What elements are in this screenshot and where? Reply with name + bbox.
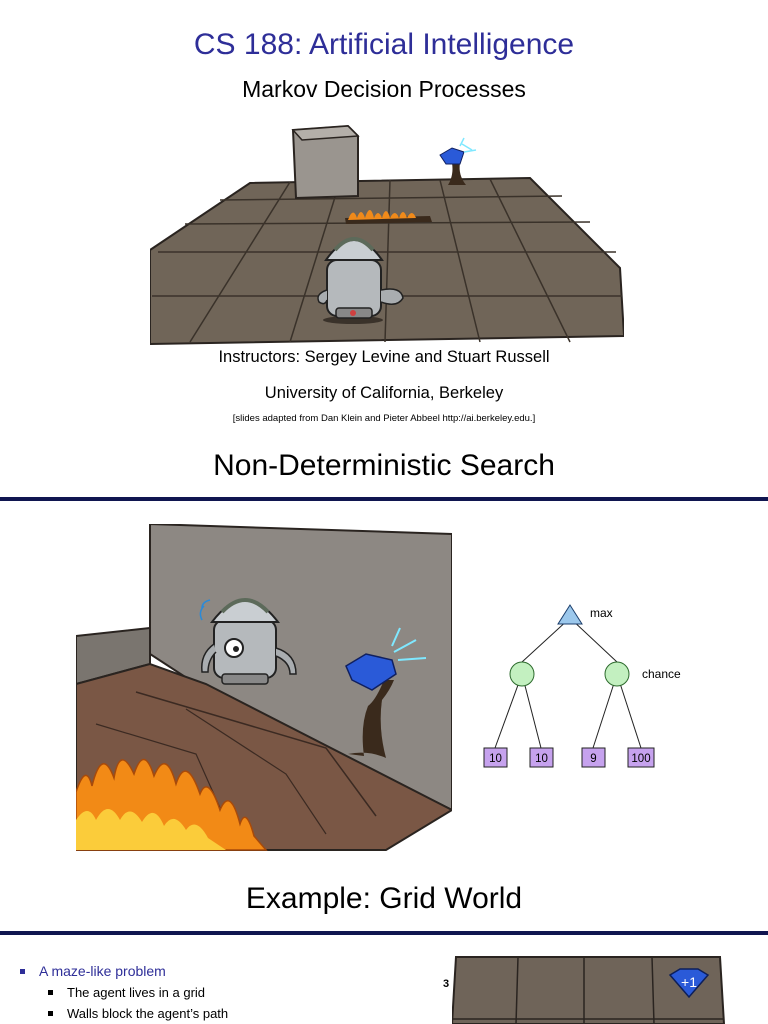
chance-label: chance <box>642 667 681 681</box>
leaf-value: 100 <box>631 753 650 765</box>
slide1-title: CS 188: Artificial Intelligence <box>193 28 575 61</box>
bullet-square-icon <box>48 990 53 995</box>
leaf-node <box>529 747 554 768</box>
slide1-subtitle: Markov Decision Processes <box>242 76 526 102</box>
grid-world-illustration <box>150 124 624 346</box>
slide2-title: Non-Deterministic Search <box>213 449 555 482</box>
gem-value: +1 <box>681 974 697 990</box>
max-node <box>557 604 583 625</box>
grid-world-board: +1 <box>452 956 726 1024</box>
slide3-title: Example: Grid World <box>245 882 523 915</box>
leaf-value: 9 <box>590 753 596 765</box>
bullet-square-icon <box>48 1011 53 1016</box>
university-line: University of California, Berkeley <box>264 384 504 402</box>
bullet-square-icon <box>20 968 25 974</box>
leaf-value: 10 <box>489 753 502 765</box>
bullet-sub: Walls block the agent’s path <box>48 1006 228 1021</box>
leaf-node <box>483 747 508 768</box>
bullet-main: A maze-like problem <box>20 963 166 979</box>
chance-node-right <box>604 661 630 687</box>
slide-divider <box>0 931 768 935</box>
bullet-text: The agent lives in a grid <box>67 985 206 1000</box>
gem-plus-one-icon: +1 <box>668 968 710 999</box>
max-label: max <box>590 606 613 620</box>
bullet-text: A maze-like problem <box>39 963 166 979</box>
leaf-node <box>627 747 655 768</box>
instructors-line: Instructors: Sergey Levine and Stuart Ru… <box>218 348 550 366</box>
bullet-text: Walls block the agent’s path <box>67 1006 229 1021</box>
grid-row-label: 3 <box>443 978 450 990</box>
expectimax-tree: max chance 10 10 9 100 <box>483 604 681 768</box>
slide-divider <box>0 497 768 501</box>
bullet-sub: The agent lives in a grid <box>48 985 205 1000</box>
leaf-value: 10 <box>535 753 548 765</box>
credit-line: [slides adapted from Dan Klein and Piete… <box>232 413 536 424</box>
chance-node-left <box>509 661 535 687</box>
cliff-illustration <box>76 524 452 851</box>
leaf-node <box>581 747 606 768</box>
